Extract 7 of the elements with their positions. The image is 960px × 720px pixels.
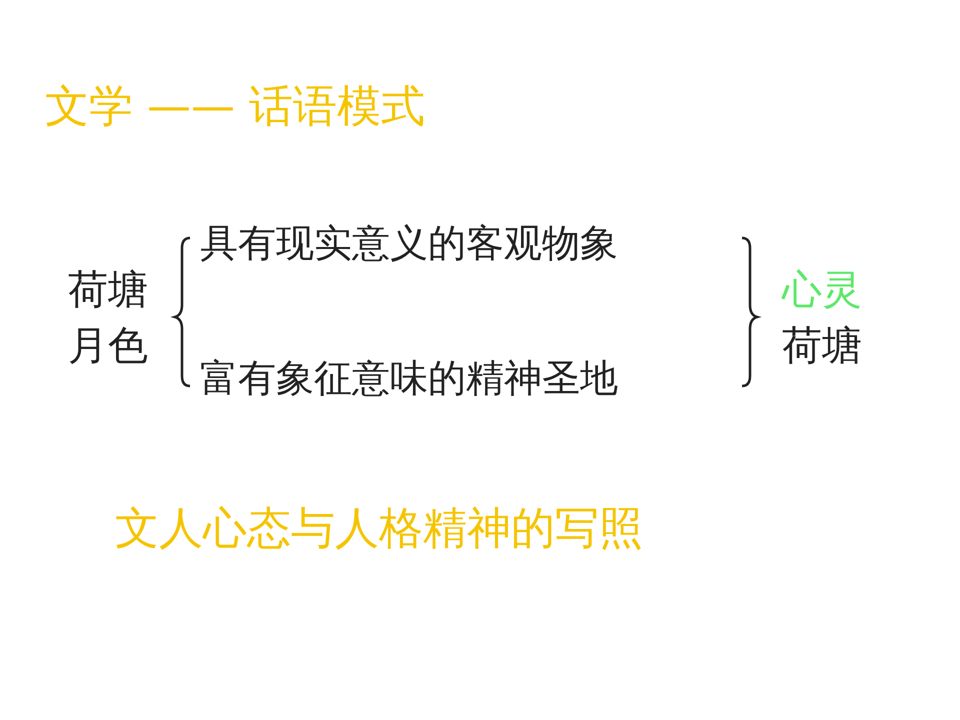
summary-text: 文人心态与人格精神的写照: [115, 502, 643, 556]
meaning-text: 富有象征意味的精神圣地: [200, 355, 619, 402]
topic-text: 荷塘月色: [68, 266, 149, 371]
topic-text: 荷塘: [782, 322, 863, 371]
topic-text: 心灵: [782, 266, 863, 315]
title: 文学 —— 话语模式: [45, 80, 425, 134]
meaning-text: 具有现实意义的客观物象: [200, 220, 619, 267]
